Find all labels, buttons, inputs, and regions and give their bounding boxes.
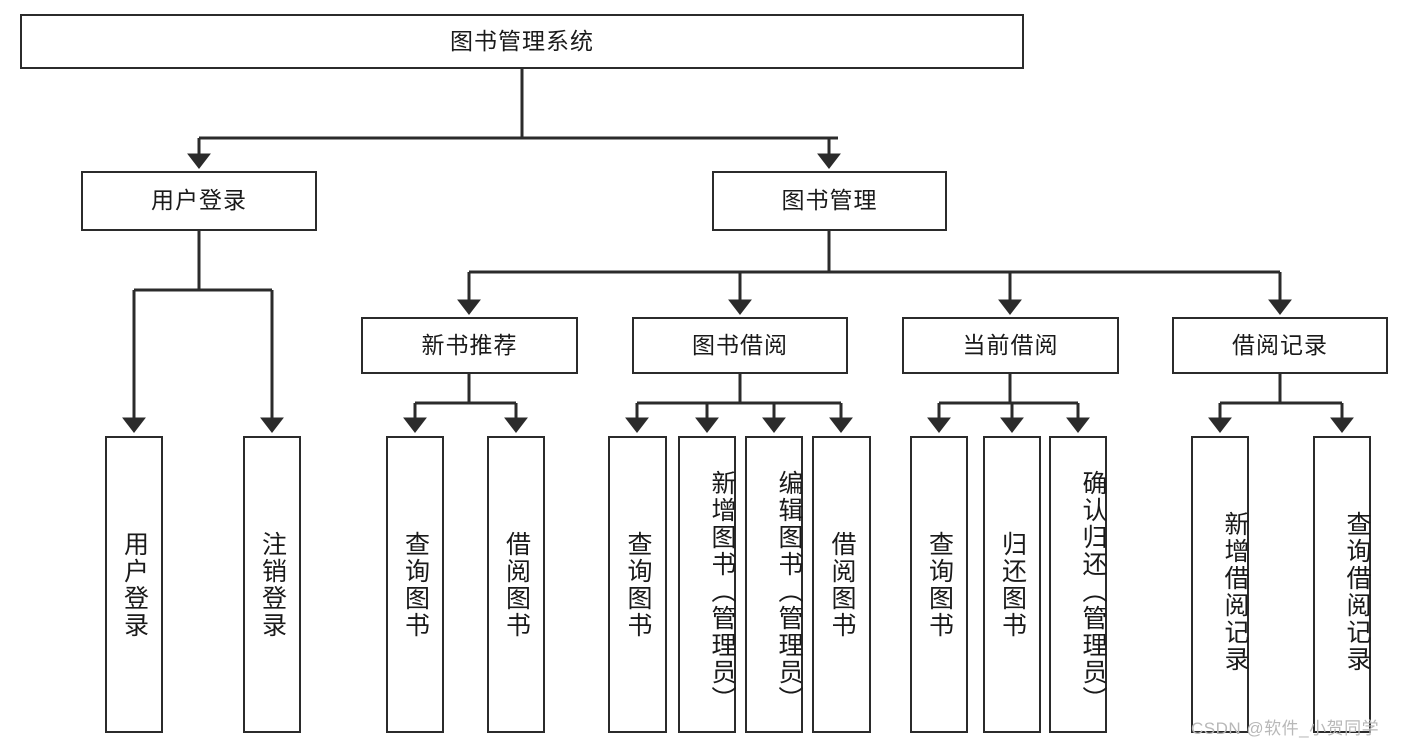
node-label: 查询图书 (401, 530, 430, 639)
node-current-borrow[interactable]: 当前借阅 (902, 317, 1119, 374)
node-label: 查询图书 (925, 530, 954, 639)
node-book-borrow[interactable]: 图书借阅 (632, 317, 848, 374)
node-label: 新书推荐 (421, 331, 518, 358)
node-label: 查询借阅记录 (1343, 510, 1371, 673)
node-borrow-record[interactable]: 借阅记录 (1172, 317, 1388, 374)
node-label: 新增图书（管理员） (708, 470, 736, 713)
csdn-watermark: CSDN @软件_小贺同学 (1191, 719, 1380, 738)
node-user-login[interactable]: 用户登录 (81, 171, 317, 231)
node-label: 图书管理 (781, 187, 878, 214)
node-label: 用户登录 (120, 530, 149, 639)
node-label: 用户登录 (151, 187, 247, 214)
node-label: 确认归还（管理员） (1079, 470, 1107, 713)
node-book-manage[interactable]: 图书管理 (712, 171, 947, 231)
node-label: 借阅记录 (1232, 331, 1328, 358)
node-leaf-confirm-return-admin[interactable]: 确认归还（管理员） (1049, 436, 1107, 733)
node-new-book-recommend[interactable]: 新书推荐 (361, 317, 578, 374)
node-leaf-borrow-book[interactable]: 借阅图书 (812, 436, 871, 733)
node-label: 借阅图书 (502, 530, 531, 639)
node-label: 图书管理系统 (450, 27, 594, 54)
node-label: 编辑图书（管理员） (775, 470, 803, 713)
node-leaf-user-login[interactable]: 用户登录 (105, 436, 163, 733)
node-leaf-add-book-admin[interactable]: 新增图书（管理员） (678, 436, 736, 733)
node-leaf-borrow-book-recommend[interactable]: 借阅图书 (487, 436, 545, 733)
node-root-system[interactable]: 图书管理系统 (20, 14, 1024, 69)
node-label: 借阅图书 (828, 530, 856, 639)
node-leaf-query-book-recommend[interactable]: 查询图书 (386, 436, 444, 733)
node-label: 当前借阅 (962, 331, 1059, 358)
node-leaf-query-book-current[interactable]: 查询图书 (910, 436, 968, 733)
node-label: 查询图书 (624, 530, 652, 639)
node-leaf-return-book[interactable]: 归还图书 (983, 436, 1041, 733)
node-leaf-user-logout[interactable]: 注销登录 (243, 436, 301, 733)
node-label: 注销登录 (258, 530, 287, 639)
node-leaf-add-borrow-record[interactable]: 新增借阅记录 (1191, 436, 1249, 733)
node-label: 图书借阅 (692, 331, 788, 358)
node-leaf-query-book-borrow[interactable]: 查询图书 (608, 436, 667, 733)
node-leaf-edit-book-admin[interactable]: 编辑图书（管理员） (745, 436, 803, 733)
node-label: 归还图书 (998, 530, 1027, 639)
node-label: 新增借阅记录 (1221, 510, 1249, 673)
node-leaf-query-borrow-record[interactable]: 查询借阅记录 (1313, 436, 1371, 733)
